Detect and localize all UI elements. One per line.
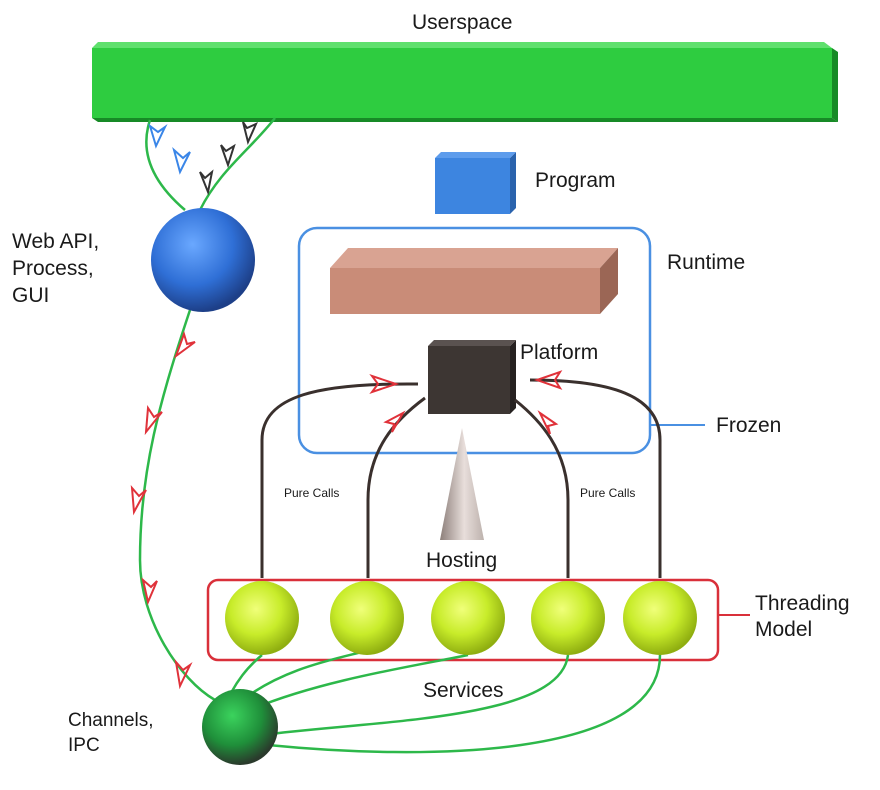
service-node: [225, 581, 299, 655]
ipc-arrowheads: [130, 330, 196, 690]
service-node: [531, 581, 605, 655]
service-node: [431, 581, 505, 655]
downward-arrowheads: [199, 121, 258, 196]
channels-label: Channels, IPC: [68, 708, 154, 758]
services-label: Services: [423, 679, 504, 702]
pure-call-links: [260, 378, 662, 578]
threading-line-1: Threading: [755, 592, 850, 615]
web-api-node: [151, 208, 255, 312]
web-api-line-1: Web API,: [12, 230, 100, 253]
web-api-label: Web API, Process, GUI: [12, 228, 99, 309]
threading-model-boundary: [206, 578, 720, 662]
channels-node: [202, 689, 278, 765]
channels-line-2: IPC: [68, 735, 100, 756]
hosting-label: Hosting: [426, 549, 498, 572]
web-api-line-3: GUI: [12, 284, 50, 307]
channels-line-1: Channels,: [68, 710, 154, 731]
service-node: [623, 581, 697, 655]
pure-calls-right-label: Pure Calls: [580, 486, 636, 500]
program-block: [435, 152, 516, 214]
service-node: [330, 581, 404, 655]
program-label: Program: [535, 169, 616, 192]
upward-arrowheads: [148, 123, 191, 175]
userspace-label: Userspace: [412, 11, 513, 34]
platform-block: [428, 340, 516, 414]
frozen-label: Frozen: [716, 414, 782, 437]
runtime-block: [330, 248, 618, 314]
platform-label: Platform: [520, 341, 599, 364]
frozen-boundary: [297, 226, 652, 455]
threading-model-label: Threading Model: [755, 591, 850, 643]
pure-call-arrowheads: [369, 370, 563, 435]
runtime-label: Runtime: [667, 251, 746, 274]
service-nodes: [225, 581, 697, 655]
hosting-cone: [440, 428, 484, 540]
web-api-line-2: Process,: [12, 257, 94, 280]
userspace-bar: [92, 42, 838, 122]
pure-calls-left-label: Pure Calls: [284, 486, 340, 500]
threading-line-2: Model: [755, 618, 813, 641]
